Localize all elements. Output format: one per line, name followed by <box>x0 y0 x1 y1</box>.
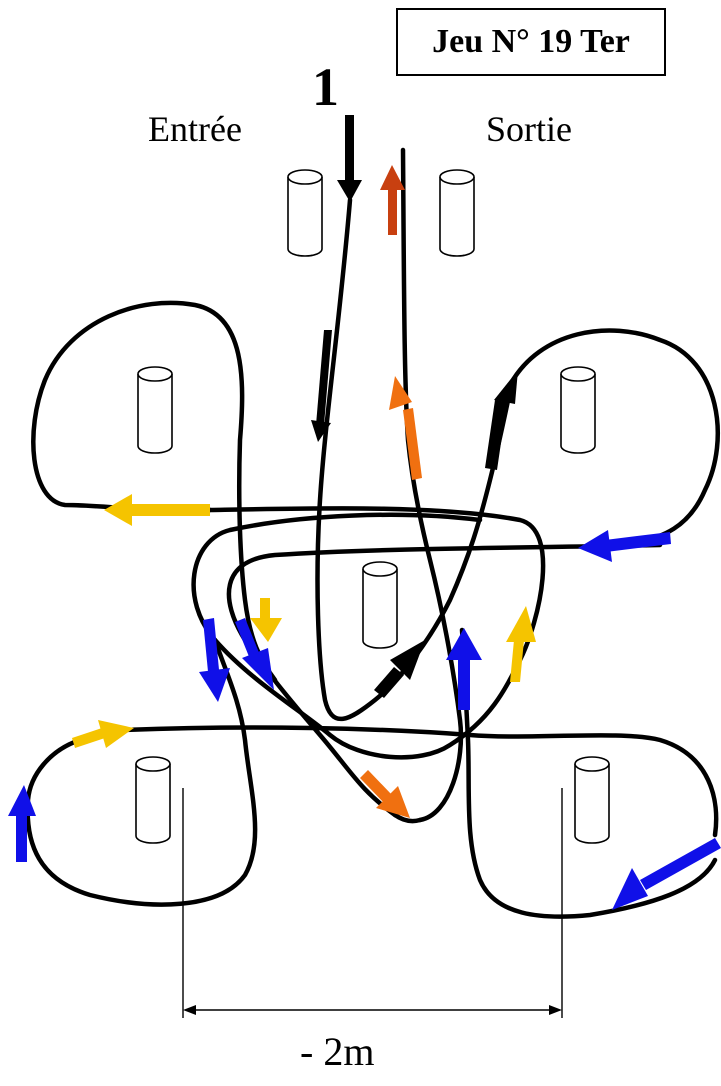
arrow-black-down-icon <box>311 330 332 442</box>
arrow-exit-darkorange-icon <box>380 165 405 235</box>
path-horizontal-510 <box>191 506 546 760</box>
cone-top-left-icon <box>137 366 173 454</box>
arrow-blue-down-2-icon <box>235 618 274 690</box>
arrow-orange-up-icon <box>389 376 422 480</box>
path-top-right-loop <box>507 328 721 548</box>
cone-exit-icon <box>439 169 475 257</box>
arrow-yellow-right-icon <box>72 720 134 748</box>
arrow-black-up-right-icon <box>485 370 518 470</box>
scale-arrow-icon <box>183 1005 562 1015</box>
path-center-dip <box>392 812 423 824</box>
path-horizontal-lower <box>122 725 719 838</box>
cone-center-icon <box>362 561 398 649</box>
arrow-blue-far-left-icon <box>8 785 36 862</box>
entry-label: Entrée <box>148 109 242 149</box>
arrow-orange-down-icon <box>360 770 410 818</box>
path-horizontal-upper <box>226 542 663 818</box>
cone-bottom-right-icon <box>574 756 610 844</box>
arrow-blue-left-icon <box>578 530 671 562</box>
exit-label: Sortie <box>486 109 572 149</box>
arrow-yellow-down-icon <box>250 598 282 642</box>
path-entry-center <box>315 197 515 721</box>
cone-top-right-icon <box>560 366 596 454</box>
path-top-left-loop <box>31 300 278 683</box>
path-bottom-right-loop <box>459 627 718 919</box>
arrow-blue-bottom-right-icon <box>612 838 721 910</box>
arrow-yellow-left-icon <box>104 494 210 526</box>
diagram-title: Jeu N° 19 Ter <box>432 23 630 60</box>
cone-bottom-left-icon <box>135 756 171 844</box>
arrow-blue-up-icon <box>446 628 482 710</box>
arrow-black-center-icon <box>374 640 425 698</box>
arrow-yellow-up-icon <box>506 606 536 682</box>
arrow-entry-black-icon <box>337 115 362 202</box>
path-exit <box>400 147 464 823</box>
cone-entry-icon <box>287 169 323 257</box>
arrow-blue-down-1-icon <box>199 618 230 702</box>
start-number: 1 <box>312 57 339 117</box>
title-box: Jeu N° 19 Ter <box>396 8 666 76</box>
scale-label: - 2m <box>300 1029 375 1074</box>
